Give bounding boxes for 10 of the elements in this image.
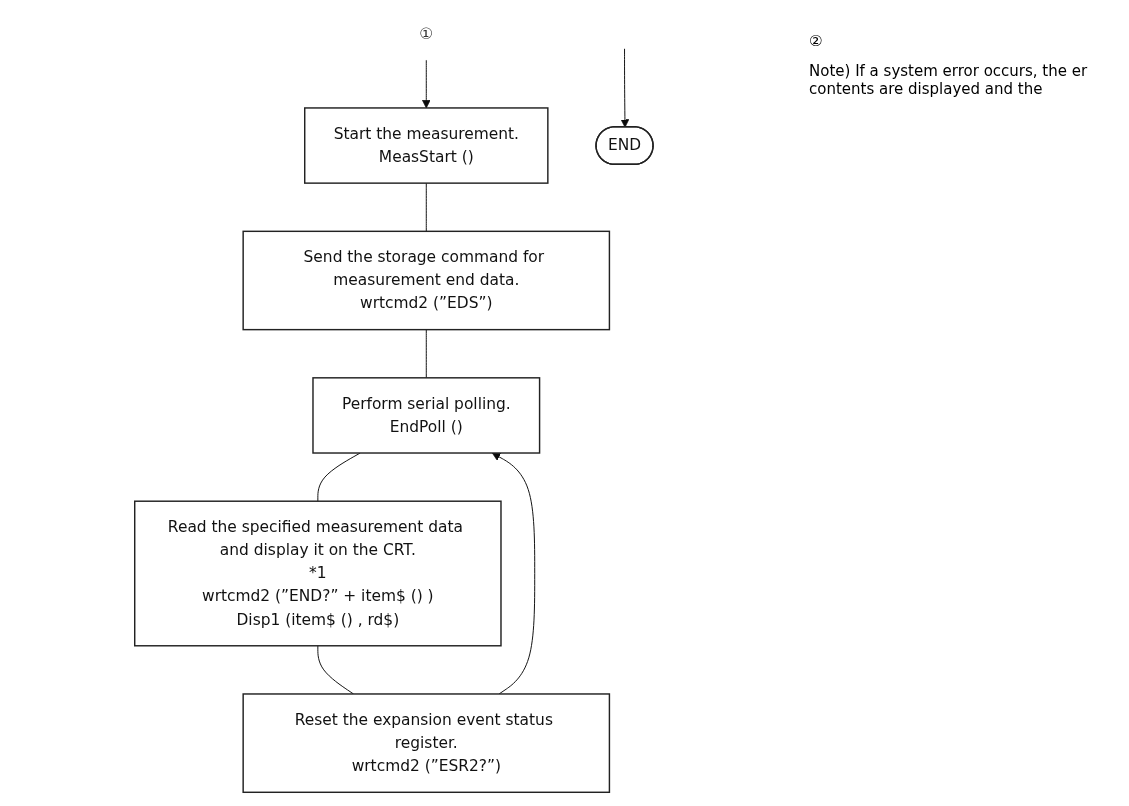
node-text: ① — [419, 24, 434, 43]
node-box: Read the specified measurement data and display it on the CRT. *1 wrtcmd2 (”END?” + item$ () ) Disp1 (item$ () , rd$) — [134, 500, 503, 647]
note-text: Note) If a system error occurs, the er contents are displayed and the — [809, 62, 1089, 98]
connector — [426, 182, 428, 232]
node-box: Send the storage command for measurement end data. wrtcmd2 (”EDS”) — [242, 230, 611, 331]
node-box: Reset the expansion event status register. wrtcmd2 (”ESR2?”) — [242, 693, 611, 793]
node-box: Perform serial polling. EndPoll () — [312, 377, 541, 454]
note-text: ② — [809, 32, 824, 50]
connector — [426, 329, 428, 379]
node-box: Start the measurement. MeasStart () — [304, 107, 549, 184]
